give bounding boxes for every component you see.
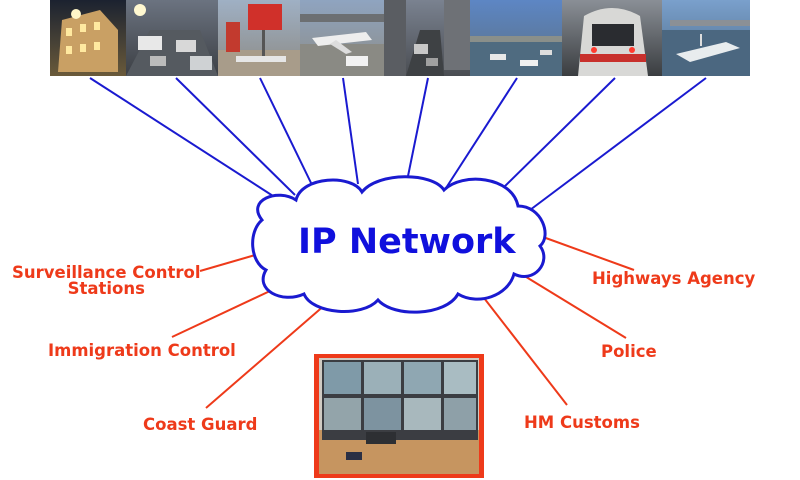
camera-link [517,77,707,220]
camera-link [342,77,359,185]
agency-link-police [517,271,627,339]
label-surveillance-control: Surveillance Control Stations [12,263,201,298]
label-coast-guard: Coast Guard [143,415,258,434]
street-traffic-photo [126,0,218,76]
agency-link-coast-guard [205,303,327,409]
camera-link [406,77,429,182]
label-hm-customs: HM Customs [524,413,640,432]
ip-network-cloud [251,175,547,314]
agency-links [171,236,635,409]
city-street-photo [384,0,470,76]
camera-link [259,77,314,188]
harbour-boats-photo [470,0,562,76]
cctv-control-room-photo [314,354,484,478]
camera-links [89,77,707,220]
network-title: IP Network [298,222,516,262]
camera-photo-strip [50,0,750,76]
label-highways-agency: Highways Agency [592,269,756,288]
agency-link-highways [542,236,635,271]
underground-train-photo [562,0,662,76]
agency-link-surveillance [199,252,263,272]
lit-building-night-photo [50,0,126,76]
agency-link-customs [483,297,568,406]
camera-link [445,77,518,189]
label-immigration-control: Immigration Control [48,341,236,360]
camera-link [499,77,616,192]
marina-boats-photo [662,0,750,76]
red-signpost-road-photo [218,0,300,76]
camera-link [175,77,296,196]
camera-link [89,77,288,206]
label-police: Police [601,342,657,361]
airport-aircraft-photo [300,0,384,76]
